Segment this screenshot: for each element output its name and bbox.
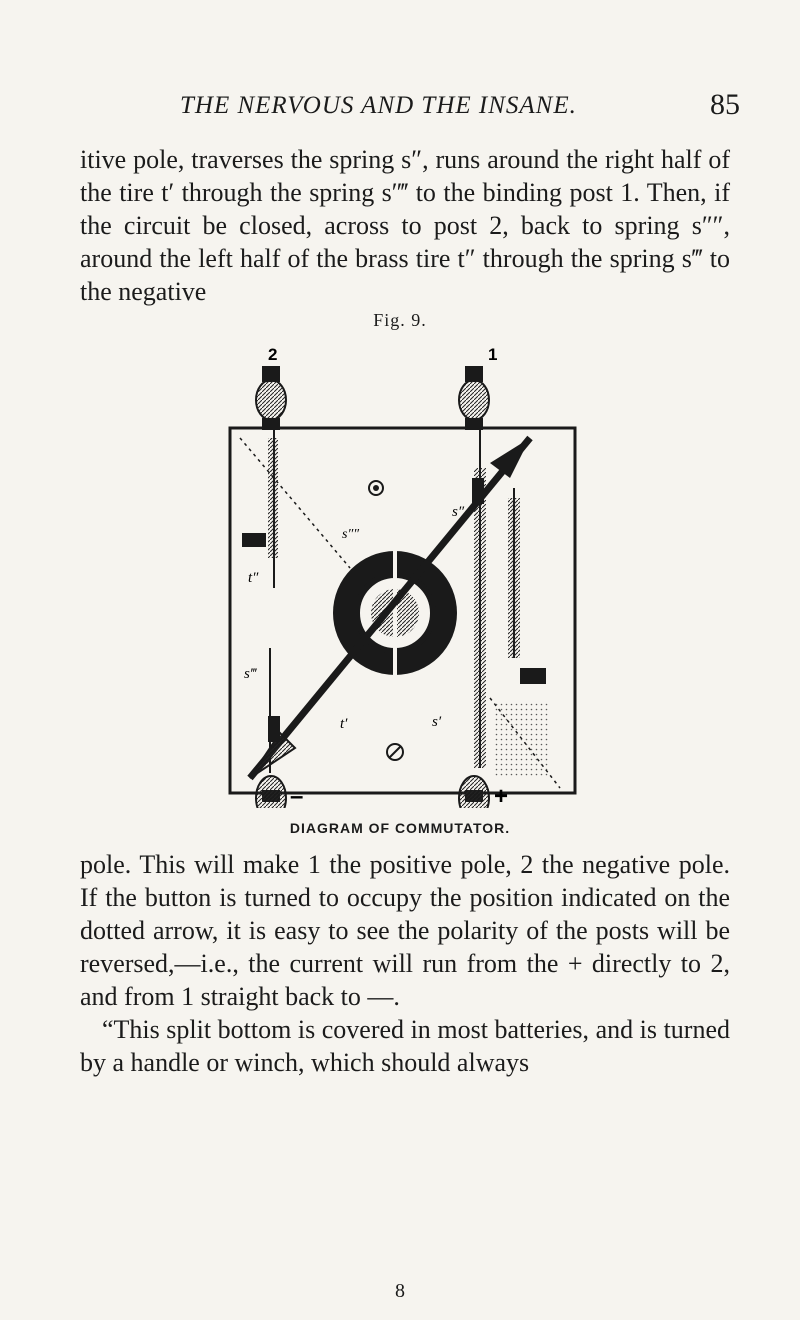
screw <box>368 480 384 496</box>
figure-caption: DIAGRAM OF COMMUTATOR. <box>289 820 511 836</box>
page-number: 85 <box>710 88 740 121</box>
paragraph: itive pole, traverses the spring s″, run… <box>80 145 730 306</box>
binding-post-negative <box>255 775 287 808</box>
figure-label: Fig. 9. <box>373 310 427 330</box>
page-header: THE NERVOUS AND THE INSANE. 85 <box>80 88 740 132</box>
text-block-bottom: pole. This will make 1 the positive pole… <box>80 848 730 1079</box>
text-block-top: itive pole, traverses the spring s″, run… <box>80 143 730 308</box>
block <box>520 668 546 684</box>
running-head: THE NERVOUS AND THE INSANE. <box>180 92 577 119</box>
commutator-diagram: 2 1 – + s″ s″″ t″ s‴ t′ s′ <box>228 345 577 808</box>
label-t-double: t″ <box>248 570 259 586</box>
base-board <box>228 426 577 795</box>
post-label-2: 2 <box>268 345 277 364</box>
label-t-single: t′ <box>340 716 348 732</box>
dotted-arrow <box>239 437 351 569</box>
spring-coils <box>268 438 520 768</box>
commutator-arm <box>247 435 533 781</box>
paragraph: pole. This will make 1 the positive pole… <box>80 850 730 1011</box>
label-s-triple: s‴ <box>244 666 258 682</box>
block <box>242 533 266 547</box>
post-label-negative: – <box>290 783 303 808</box>
post-label-positive: + <box>494 783 508 808</box>
paragraph: “This split bottom is covered in most ba… <box>80 1015 730 1077</box>
arrow-tail <box>249 731 297 779</box>
screw <box>386 743 404 761</box>
arrow-head <box>490 438 530 478</box>
signature-mark: 8 <box>395 1280 405 1302</box>
block <box>268 716 280 742</box>
block <box>472 478 484 504</box>
label-s-quad: s″″ <box>342 527 359 542</box>
binding-post-1 <box>458 366 490 430</box>
binding-post-positive <box>458 775 490 808</box>
binding-post-2 <box>255 366 287 430</box>
dotted-arrow-tail <box>495 703 550 778</box>
label-s-double: s″ <box>452 504 465 520</box>
label-s-single: s′ <box>432 714 442 730</box>
post-label-1: 1 <box>488 345 497 364</box>
